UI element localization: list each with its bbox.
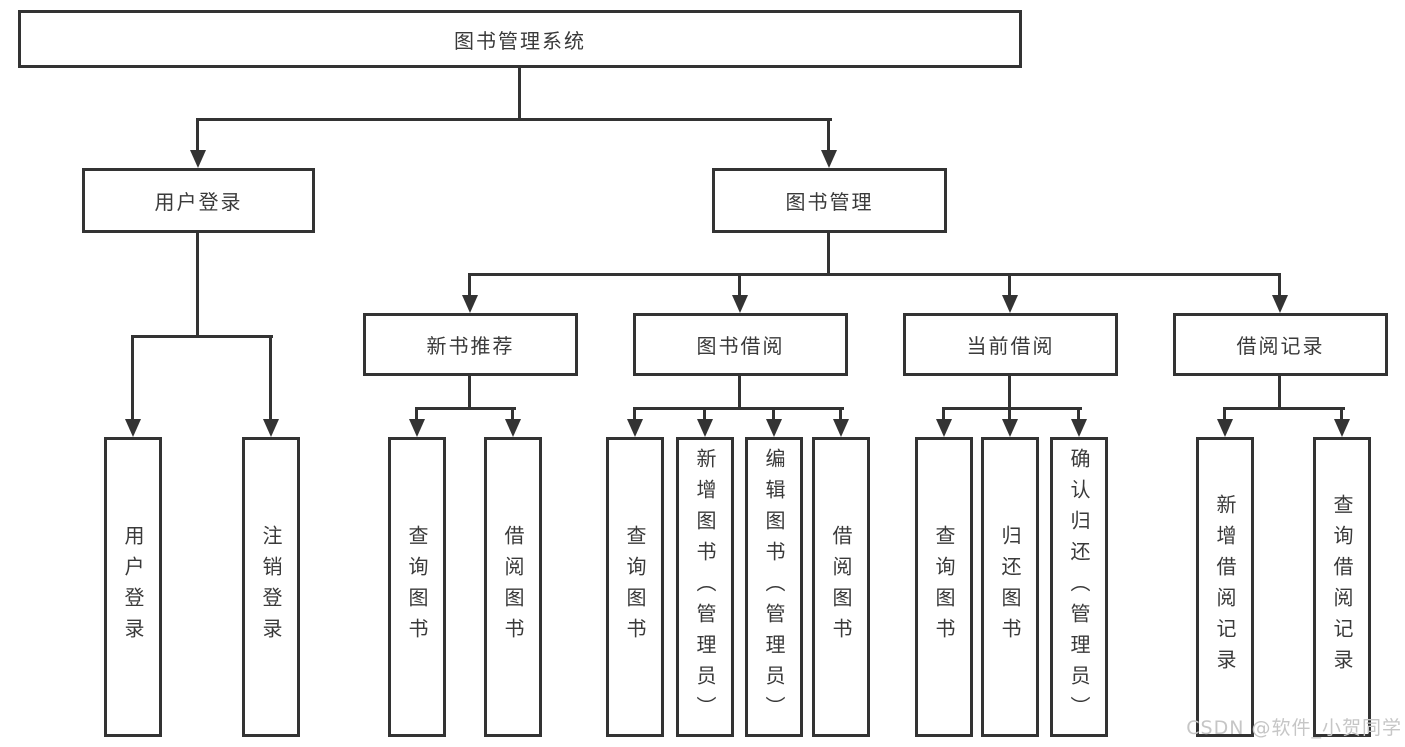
connector-currentborrow-hline bbox=[942, 407, 1082, 410]
node-label: 图书管理系统 bbox=[454, 28, 586, 53]
connector-root-hline bbox=[196, 118, 832, 121]
arrowhead-book-borrow bbox=[732, 295, 748, 313]
leaf-label: 归还图书 bbox=[998, 525, 1022, 649]
connector-currentborrow-vline bbox=[1008, 376, 1011, 410]
leaf-label: 查询图书 bbox=[932, 525, 956, 649]
arrowhead-current-borrow bbox=[1002, 295, 1018, 313]
leaf-label: 查询借阅记录 bbox=[1330, 494, 1354, 680]
node-label: 新书推荐 bbox=[426, 334, 515, 358]
connector-bookborrow-hline bbox=[633, 407, 844, 410]
leaf-confirm-return-admin: 确认归还（管理员） bbox=[1050, 437, 1108, 737]
connector-stub bbox=[511, 407, 514, 421]
connector-stub bbox=[839, 407, 842, 421]
leaf-label: 借阅图书 bbox=[501, 525, 525, 649]
arrowhead bbox=[1071, 419, 1087, 437]
node-label: 图书借阅 bbox=[696, 334, 785, 358]
node-label: 当前借阅 bbox=[966, 334, 1055, 358]
node-user-login: 用户登录 bbox=[82, 168, 315, 233]
csdn-watermark: CSDN @软件_小贺同学 bbox=[1186, 717, 1402, 739]
leaf-label: 用户登录 bbox=[121, 525, 145, 649]
leaf-query-books-current: 查询图书 bbox=[915, 437, 973, 737]
leaf-borrow-books-recommend: 借阅图书 bbox=[484, 437, 542, 737]
leaf-label: 编辑图书（管理员） bbox=[762, 447, 786, 727]
leaf-user-login: 用户登录 bbox=[104, 437, 162, 737]
arrowhead bbox=[505, 419, 521, 437]
leaf-label: 注销登录 bbox=[259, 525, 283, 649]
leaf-borrow-books-borrowing: 借阅图书 bbox=[812, 437, 870, 737]
connector-bookmgmt-vline bbox=[827, 233, 830, 276]
connector-stub bbox=[1077, 407, 1080, 421]
leaf-query-books-borrowing: 查询图书 bbox=[606, 437, 664, 737]
leaf-label: 查询图书 bbox=[623, 525, 647, 649]
connector-borrowrecords-vline bbox=[1278, 376, 1281, 410]
arrowhead-leaf-login bbox=[125, 419, 141, 437]
connector-stub-leaf-logout bbox=[269, 335, 272, 421]
connector-stub-book-borrow bbox=[738, 273, 741, 297]
arrowhead bbox=[409, 419, 425, 437]
arrowhead-new-book bbox=[462, 295, 478, 313]
node-book-management: 图书管理 bbox=[712, 168, 947, 233]
connector-borrowrecords-hline bbox=[1223, 407, 1345, 410]
leaf-query-borrow-record: 查询借阅记录 bbox=[1313, 437, 1371, 737]
connector-bookmgmt-hline bbox=[468, 273, 1281, 276]
connector-stub bbox=[633, 407, 636, 421]
leaf-label: 借阅图书 bbox=[829, 525, 853, 649]
arrowhead bbox=[697, 419, 713, 437]
connector-stub bbox=[772, 407, 775, 421]
arrowhead bbox=[766, 419, 782, 437]
leaf-query-books-recommend: 查询图书 bbox=[388, 437, 446, 737]
arrowhead-borrow-records bbox=[1272, 295, 1288, 313]
node-label: 用户登录 bbox=[154, 190, 243, 214]
leaf-add-books-admin: 新增图书（管理员） bbox=[676, 437, 734, 737]
leaf-logout: 注销登录 bbox=[242, 437, 300, 737]
arrowhead bbox=[627, 419, 643, 437]
connector-stub-book-mgmt bbox=[827, 118, 830, 152]
connector-stub bbox=[1008, 407, 1011, 421]
arrowhead bbox=[1002, 419, 1018, 437]
node-new-book-recommendation: 新书推荐 bbox=[363, 313, 578, 376]
leaf-label: 新增借阅记录 bbox=[1213, 494, 1237, 680]
connector-userlogin-hline bbox=[131, 335, 273, 338]
node-label: 借阅记录 bbox=[1236, 334, 1325, 358]
connector-newbook-hline bbox=[415, 407, 516, 410]
leaf-label: 新增图书（管理员） bbox=[693, 447, 717, 727]
connector-stub-borrow-records bbox=[1278, 273, 1281, 297]
connector-stub-new-book bbox=[468, 273, 471, 297]
arrowhead bbox=[1334, 419, 1350, 437]
arrowhead bbox=[936, 419, 952, 437]
node-borrowing-records: 借阅记录 bbox=[1173, 313, 1388, 376]
connector-stub bbox=[1340, 407, 1343, 421]
connector-stub-leaf-login bbox=[131, 335, 134, 421]
arrowhead bbox=[833, 419, 849, 437]
connector-stub bbox=[1223, 407, 1226, 421]
leaf-add-borrow-record: 新增借阅记录 bbox=[1196, 437, 1254, 737]
node-current-borrowing: 当前借阅 bbox=[903, 313, 1118, 376]
arrowhead bbox=[1217, 419, 1233, 437]
leaf-return-books: 归还图书 bbox=[981, 437, 1039, 737]
connector-stub bbox=[703, 407, 706, 421]
arrowhead-book-mgmt bbox=[821, 150, 837, 168]
connector-newbook-vline bbox=[468, 376, 471, 410]
connector-userlogin-vline bbox=[196, 233, 199, 338]
node-system-root: 图书管理系统 bbox=[18, 10, 1022, 68]
connector-stub bbox=[415, 407, 418, 421]
connector-bookborrow-vline bbox=[738, 376, 741, 410]
connector-stub bbox=[942, 407, 945, 421]
node-book-borrowing: 图书借阅 bbox=[633, 313, 848, 376]
arrowhead-user-login bbox=[190, 150, 206, 168]
leaf-edit-books-admin: 编辑图书（管理员） bbox=[745, 437, 803, 737]
arrowhead-leaf-logout bbox=[263, 419, 279, 437]
connector-root-vline bbox=[518, 68, 521, 118]
leaf-label: 查询图书 bbox=[405, 525, 429, 649]
connector-stub-current-borrow bbox=[1008, 273, 1011, 297]
node-label: 图书管理 bbox=[785, 190, 874, 214]
leaf-label: 确认归还（管理员） bbox=[1067, 447, 1091, 727]
connector-stub-user-login bbox=[196, 118, 199, 152]
